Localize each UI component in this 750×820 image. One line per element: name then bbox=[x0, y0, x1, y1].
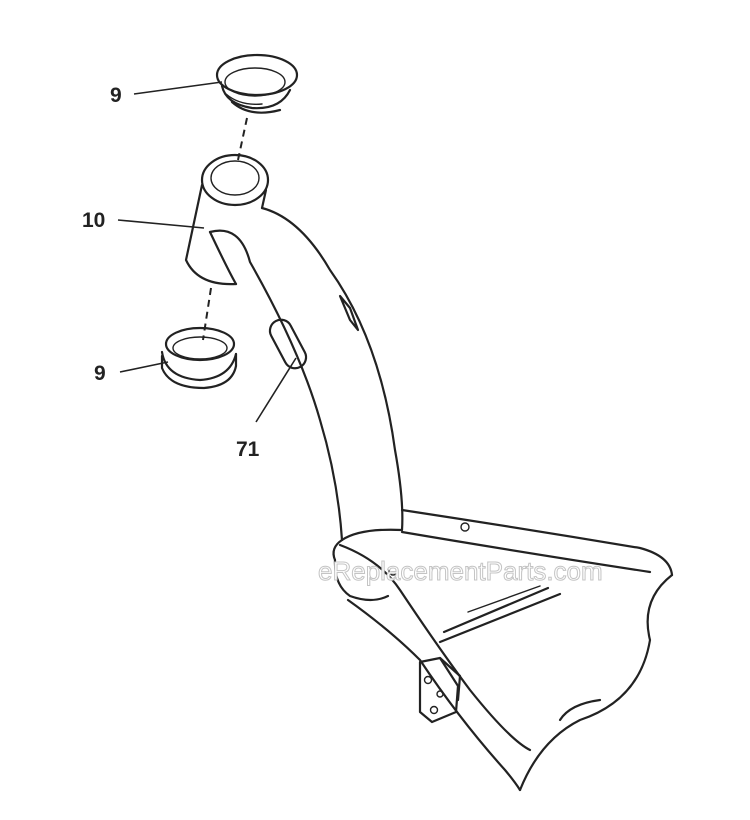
lower-bushing bbox=[160, 326, 238, 390]
leader-9-top bbox=[133, 81, 223, 95]
head-tube bbox=[184, 153, 270, 286]
callout-10: 10 bbox=[82, 209, 105, 232]
slot-plug bbox=[268, 318, 308, 370]
upper-bushing bbox=[215, 53, 299, 114]
axis-line-bottom bbox=[202, 287, 212, 341]
callout-9-bottom: 9 bbox=[94, 362, 106, 385]
leader-10 bbox=[117, 219, 205, 229]
callout-9-top: 9 bbox=[110, 84, 122, 107]
callout-71: 71 bbox=[236, 438, 260, 461]
lower-frame bbox=[332, 508, 674, 792]
leader-71 bbox=[255, 357, 297, 423]
main-frame-tube bbox=[208, 206, 404, 542]
leader-9-bottom bbox=[119, 361, 169, 373]
watermark: eReplacementParts.com bbox=[318, 556, 603, 586]
axis-line-top bbox=[237, 117, 248, 161]
